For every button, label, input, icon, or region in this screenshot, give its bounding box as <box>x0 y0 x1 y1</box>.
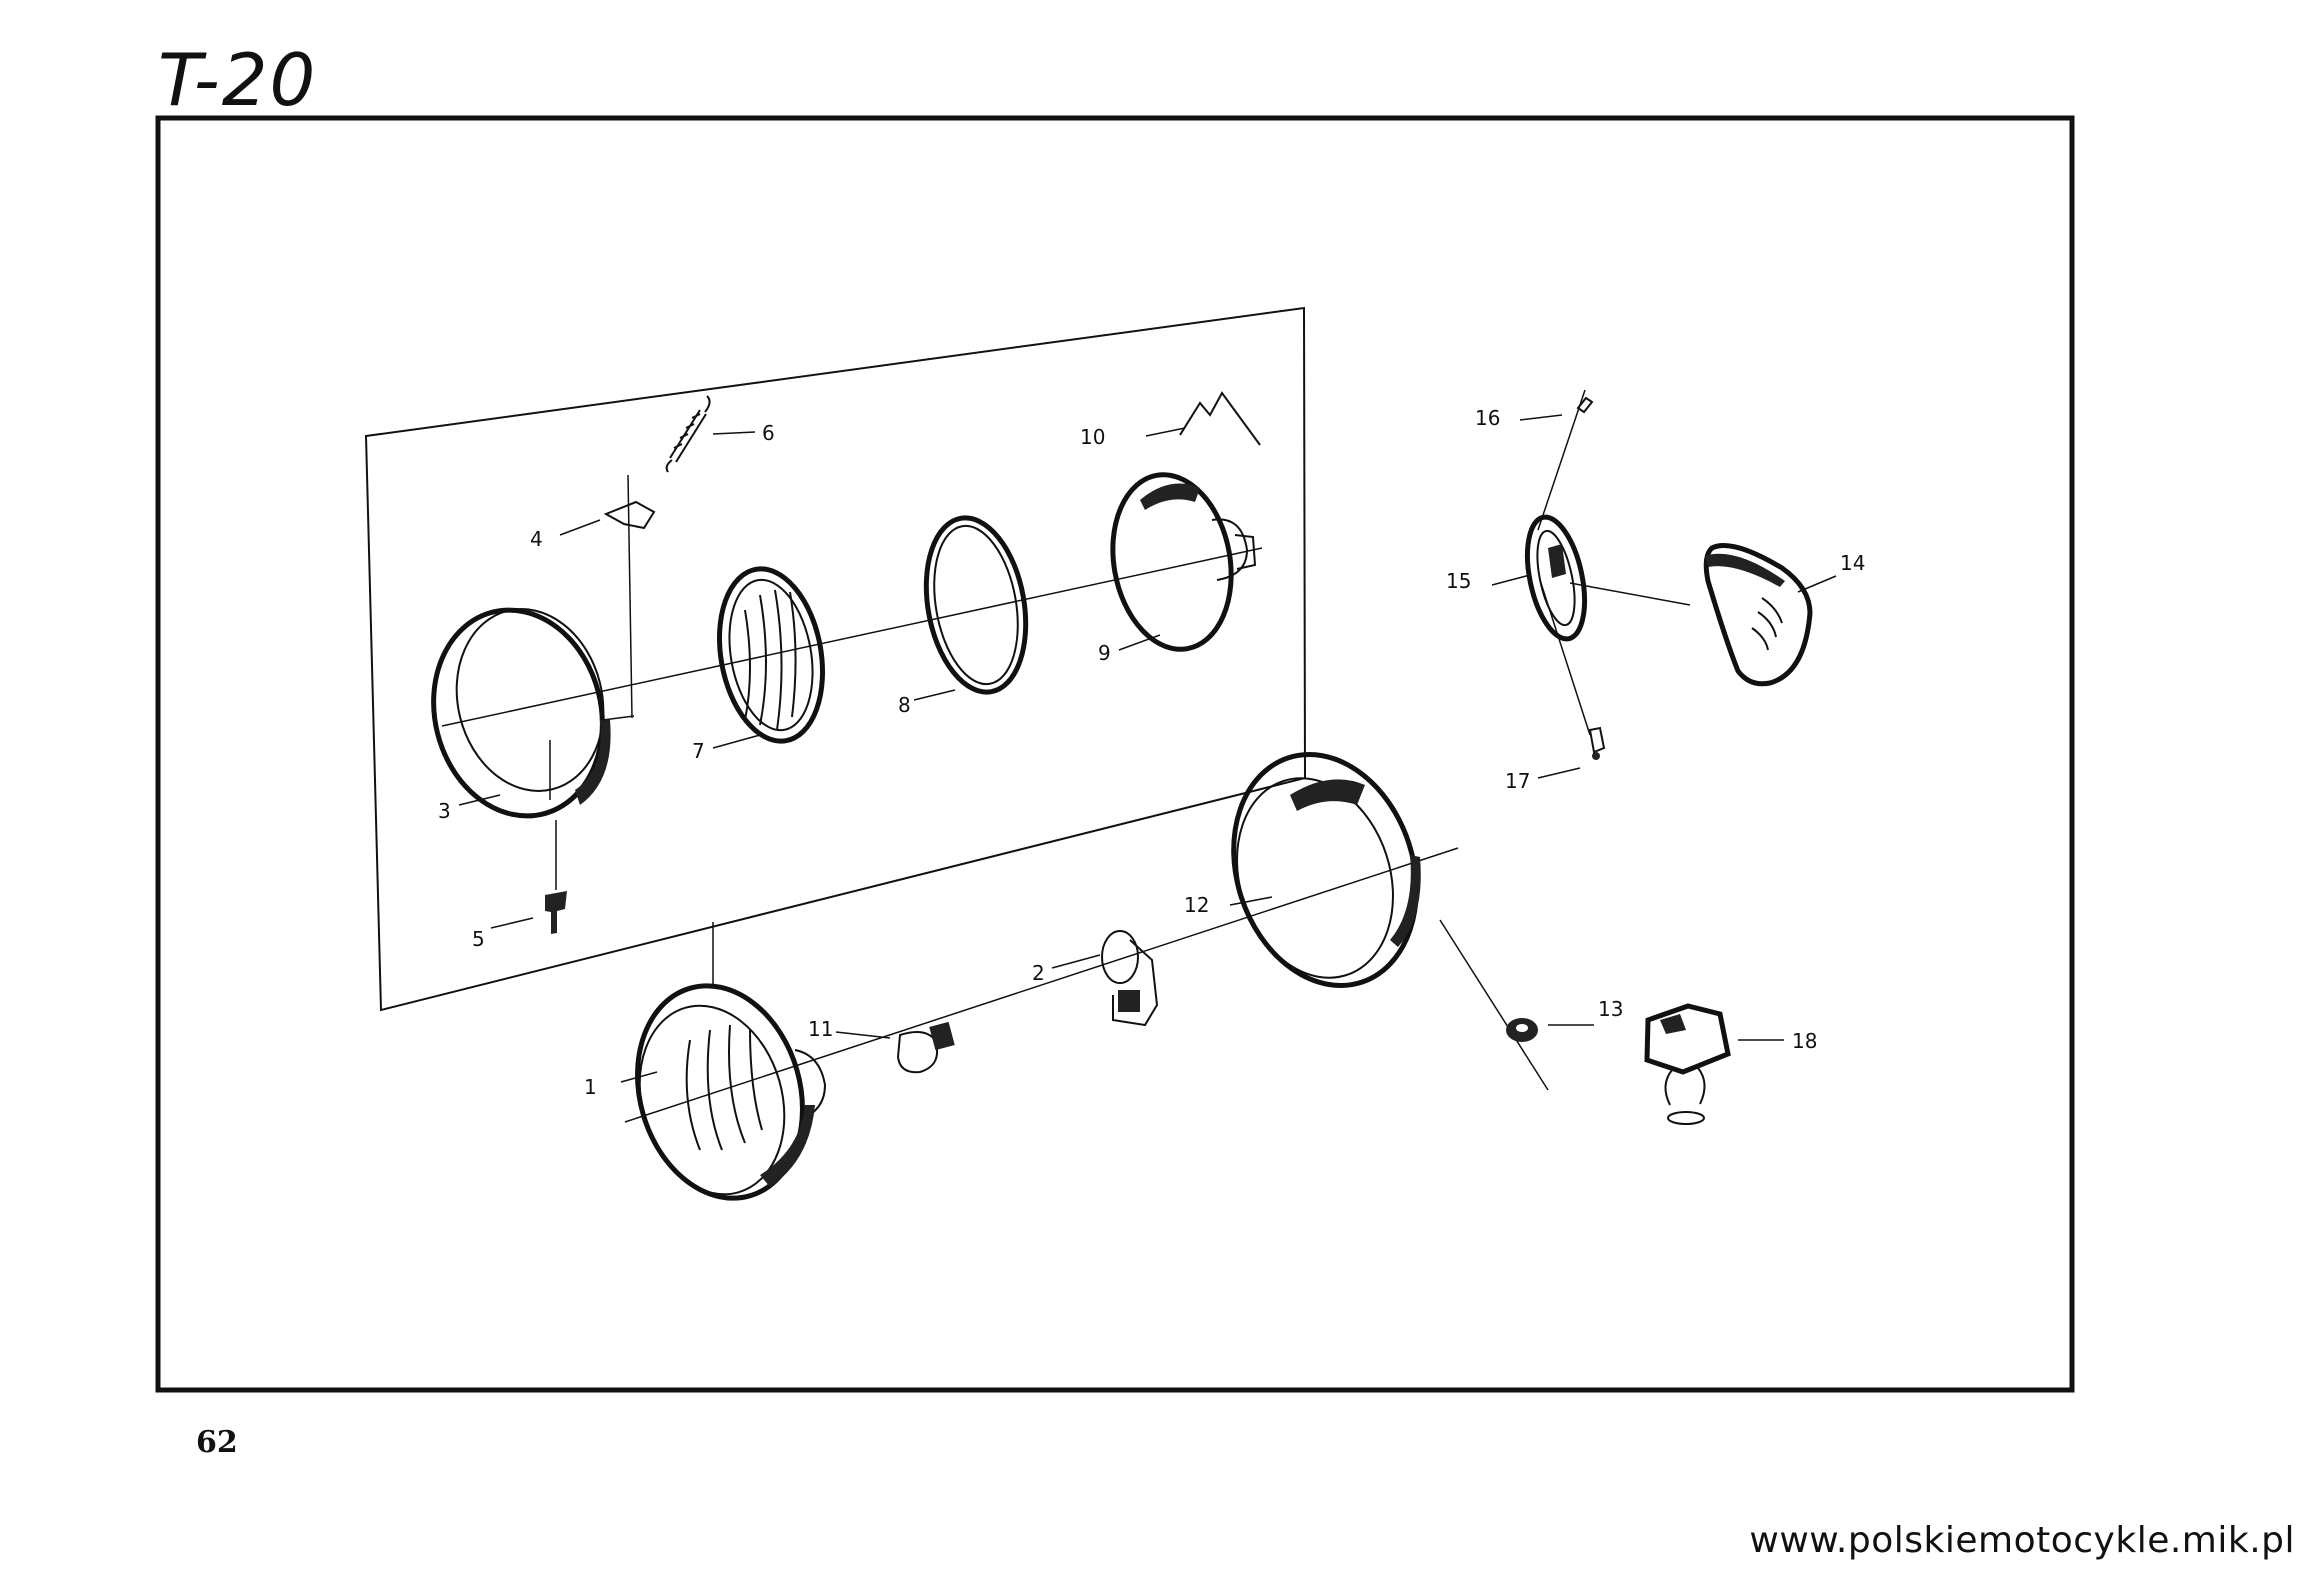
label-part-18: 18 <box>1792 1029 1817 1053</box>
leader-lines <box>458 414 1837 1083</box>
part-7-lens <box>716 566 826 744</box>
part-4-clip <box>602 474 656 721</box>
label-part-7: 7 <box>692 739 705 763</box>
part-12-headlamp-housing <box>1231 752 1421 988</box>
label-part-17: 17 <box>1505 769 1530 793</box>
label-part-13: 13 <box>1598 997 1623 1021</box>
source-url: www.polskiemotocykle.mik.pl <box>1749 1520 2295 1561</box>
panel-axis <box>441 547 1263 727</box>
page-number: 62 <box>196 1425 238 1460</box>
label-part-11: 11 <box>808 1017 833 1041</box>
label-part-6: 6 <box>762 421 775 445</box>
part-16-screw <box>1576 396 1594 414</box>
part-8-seal-ring <box>923 515 1029 695</box>
label-part-15: 15 <box>1446 569 1471 593</box>
label-part-16: 16 <box>1475 406 1500 430</box>
part-1-headlamp-assembly <box>635 983 827 1201</box>
part-9-reflector <box>1110 472 1257 652</box>
part-6-spring <box>665 395 711 473</box>
label-part-5: 5 <box>472 927 485 951</box>
part-14-lens-cover <box>1703 543 1813 687</box>
part-11-bulb <box>896 1021 955 1074</box>
page-title: T-20 <box>158 38 318 122</box>
label-part-4: 4 <box>530 527 543 551</box>
part-17-small-bulb <box>1588 726 1606 760</box>
part-3-headlamp-rim <box>431 607 611 819</box>
label-part-14: 14 <box>1840 551 1865 575</box>
label-part-8: 8 <box>898 693 911 717</box>
part-15-lamp-base <box>1524 514 1588 642</box>
part-5-screw <box>545 820 567 934</box>
label-part-10: 10 <box>1080 425 1105 449</box>
part-number-labels: 1 2 3 4 5 6 7 8 9 10 11 12 13 14 15 16 1… <box>438 406 1865 1099</box>
part-13-grommet <box>1506 1018 1538 1042</box>
label-part-12: 12 <box>1184 893 1209 917</box>
label-part-1: 1 <box>584 1075 597 1099</box>
label-part-3: 3 <box>438 799 451 823</box>
part-2-bulb-holder <box>1101 930 1159 1027</box>
subassembly-panel <box>364 306 1307 1012</box>
label-part-2: 2 <box>1032 961 1045 985</box>
label-part-9: 9 <box>1098 641 1111 665</box>
part-18-handlebar-switch <box>1644 1003 1731 1125</box>
diagram-frame <box>155 115 2075 1393</box>
part-10-wire-clip <box>1179 391 1261 446</box>
